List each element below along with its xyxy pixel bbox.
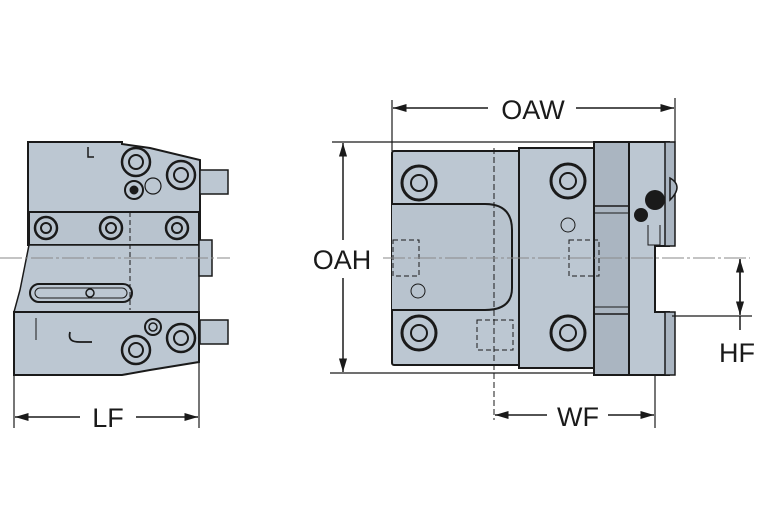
label-hf: HF	[719, 338, 755, 368]
label-oaw: OAW	[501, 95, 565, 125]
dimension-wf: WF	[495, 375, 656, 432]
front-screws	[400, 162, 587, 352]
side-tab-lower	[199, 319, 229, 345]
label-wf: WF	[557, 402, 599, 432]
dimension-oaw: OAW	[391, 95, 676, 151]
side-screws	[33, 146, 197, 366]
side-tab-upper	[199, 169, 229, 195]
dimension-oah: OAH	[313, 141, 595, 374]
front-view	[391, 141, 678, 420]
dimension-hf: HF	[672, 259, 755, 368]
side-view	[13, 141, 229, 376]
label-lf: LF	[92, 403, 124, 433]
side-lower-block	[13, 311, 200, 376]
front-recess	[392, 203, 513, 311]
dimension-lf: LF	[13, 362, 200, 433]
label-oah: OAH	[313, 245, 372, 275]
side-slot	[29, 283, 133, 303]
